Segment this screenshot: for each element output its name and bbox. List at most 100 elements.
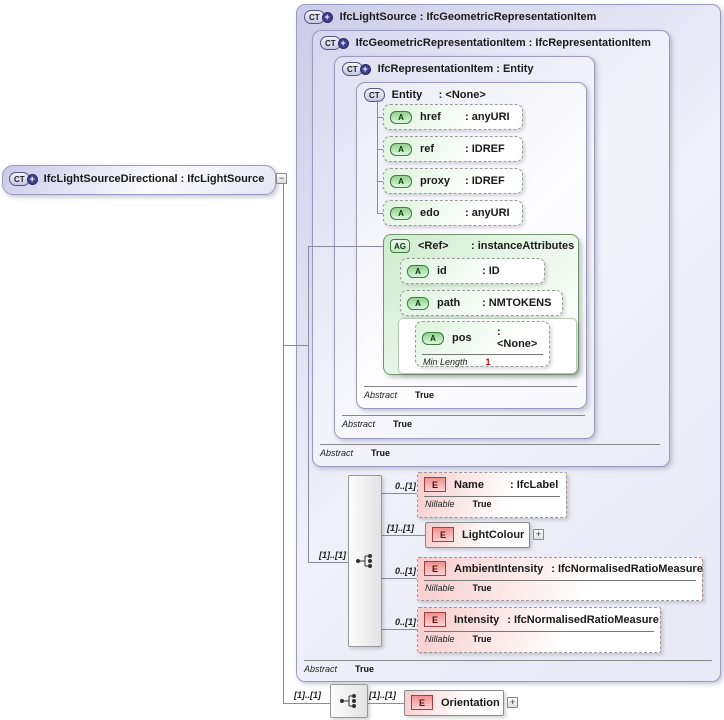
box-ifcgeometricrepresentationitem-title: IfcGeometricRepresentationItem : IfcRepr… xyxy=(355,37,651,49)
attribute-href[interactable]: A href : anyURI xyxy=(383,104,523,130)
collapse-button[interactable]: − xyxy=(276,173,287,184)
sequence-compositor-bottom[interactable] xyxy=(330,684,368,718)
element-name-label: Orientation xyxy=(441,696,500,709)
attribute-name: href xyxy=(420,111,441,123)
attribute-group-name: <Ref> xyxy=(418,240,449,252)
attribute-proxy[interactable]: A proxy : IDREF xyxy=(383,168,523,194)
cardinality-label: [1]..[1] xyxy=(387,523,414,533)
attribute-id[interactable]: A id : ID xyxy=(400,258,545,284)
element-name-label: AmbientIntensity xyxy=(454,562,544,575)
element-icon: E xyxy=(411,695,433,710)
attribute-type: : NMTOKENS xyxy=(482,297,552,309)
attribute-icon: A xyxy=(390,206,412,220)
element-orientation[interactable]: E Orientation xyxy=(404,690,504,716)
element-icon: E xyxy=(424,612,446,627)
connector-line xyxy=(308,246,383,247)
facet-divider xyxy=(424,580,696,581)
facet-divider xyxy=(424,496,560,497)
connector-line xyxy=(283,345,308,346)
connector-line xyxy=(380,493,417,494)
attribute-type: : <None> xyxy=(497,326,538,350)
connector-line xyxy=(308,246,309,562)
box-ifcrepresentationitem-title: IfcRepresentationItem : Entity xyxy=(377,63,534,75)
element-name-label: LightColour xyxy=(462,528,525,541)
attribute-type: : IDREF xyxy=(465,175,505,187)
sequence-icon xyxy=(356,554,372,568)
element-lightcolour[interactable]: E LightColour xyxy=(425,522,530,548)
complex-type-icon: CT+ xyxy=(342,62,371,76)
attribute-name: id xyxy=(437,265,447,277)
complex-type-icon: CT+ xyxy=(9,172,38,186)
sequence-compositor[interactable] xyxy=(348,475,382,647)
attribute-type: : anyURI xyxy=(465,111,510,123)
element-orientation-header: E Orientation xyxy=(405,691,503,714)
element-name[interactable]: E Name : IfcLabel Nillable True xyxy=(417,472,567,518)
connector-line xyxy=(377,117,383,118)
entity-abstract-facet: Abstract True xyxy=(364,386,577,400)
attribute-icon: A xyxy=(407,296,429,310)
attribute-pos-header: A pos : <None> xyxy=(416,322,549,354)
element-ambientintensity-header: E AmbientIntensity : IfcNormalisedRatioM… xyxy=(418,558,703,580)
attribute-type: : anyURI xyxy=(465,207,510,219)
attribute-ref[interactable]: A ref : IDREF xyxy=(383,136,523,162)
element-lightcolour-header: E LightColour xyxy=(426,523,529,546)
attribute-pos[interactable]: A pos : <None> Min Length 1 xyxy=(415,321,550,367)
attribute-type: : ID xyxy=(482,265,500,277)
expand-button[interactable]: + xyxy=(507,697,518,708)
attribute-icon: A xyxy=(390,174,412,188)
connector-line xyxy=(283,703,330,704)
connector-line xyxy=(377,181,383,182)
connector-line xyxy=(377,213,383,214)
geomrepitem-abstract-facet: Abstract True xyxy=(320,444,660,458)
connector-line xyxy=(377,149,383,150)
connector-line xyxy=(380,535,425,536)
element-name-label: Intensity xyxy=(454,613,500,626)
box-ifclightsource-title: IfcLightSource : IfcGeometricRepresentat… xyxy=(339,11,597,23)
attribute-icon: A xyxy=(407,264,429,278)
attribute-group-icon: AG xyxy=(390,239,410,253)
connector-line xyxy=(380,578,417,579)
element-ambientintensity[interactable]: E AmbientIntensity : IfcNormalisedRatioM… xyxy=(417,557,703,601)
box-entity-name: Entity xyxy=(391,89,423,101)
lightsource-abstract-facet: Abstract True xyxy=(304,660,712,674)
connector-line xyxy=(377,100,378,213)
attribute-name: pos xyxy=(452,332,472,344)
element-intensity-header: E Intensity : IfcNormalisedRatioMeasure xyxy=(418,608,660,631)
attribute-path[interactable]: A path : NMTOKENS xyxy=(400,290,563,316)
box-ifclightsource-header: CT+ IfcLightSource : IfcGeometricReprese… xyxy=(297,5,720,29)
attribute-name: ref xyxy=(420,143,435,155)
attribute-name: path xyxy=(437,297,461,309)
element-intensity[interactable]: E Intensity : IfcNormalisedRatioMeasure … xyxy=(417,607,661,653)
attribute-edo[interactable]: A edo : anyURI xyxy=(383,200,523,226)
cardinality-label: 0..[1] xyxy=(394,617,416,627)
repitem-abstract-facet: Abstract True xyxy=(342,415,585,429)
attribute-group-header: AG <Ref> : instanceAttributes xyxy=(384,235,578,257)
connector-line xyxy=(380,629,417,630)
connector-line xyxy=(366,703,404,704)
box-ifcrepresentationitem-header: CT+ IfcRepresentationItem : Entity xyxy=(335,57,594,81)
box-entity-header: CT Entity : <None> xyxy=(357,83,586,107)
expand-button[interactable]: + xyxy=(533,529,544,540)
complex-type-icon: CT xyxy=(364,88,385,102)
cardinality-label: 0..[1] xyxy=(394,566,416,576)
attribute-icon: A xyxy=(422,331,444,345)
nillable-facet: Nillable True xyxy=(425,499,492,509)
connector-line xyxy=(283,184,284,703)
element-type-label: : IfcLabel xyxy=(510,478,559,491)
attribute-name: proxy xyxy=(420,175,450,187)
complex-type-icon: CT+ xyxy=(320,36,349,50)
element-type-label: : IfcNormalisedRatioMeasure xyxy=(551,562,703,575)
root-box-header: CT+ IfcLightSourceDirectional : IfcLight… xyxy=(3,166,275,192)
root-box-title: IfcLightSourceDirectional : IfcLightSour… xyxy=(43,173,265,185)
facet-divider xyxy=(422,354,543,355)
element-name-header: E Name : IfcLabel xyxy=(418,473,566,496)
nillable-facet: Nillable True xyxy=(425,583,492,593)
nillable-facet: Nillable True xyxy=(425,634,492,644)
cardinality-label: [1]..[1] xyxy=(294,690,321,700)
sequence-icon xyxy=(340,694,356,708)
complextype-ifclightsourcedirectional[interactable]: CT+ IfcLightSourceDirectional : IfcLight… xyxy=(2,165,276,195)
element-icon: E xyxy=(424,561,446,576)
element-icon: E xyxy=(432,527,454,542)
cardinality-label: [1]..[1] xyxy=(369,690,396,700)
